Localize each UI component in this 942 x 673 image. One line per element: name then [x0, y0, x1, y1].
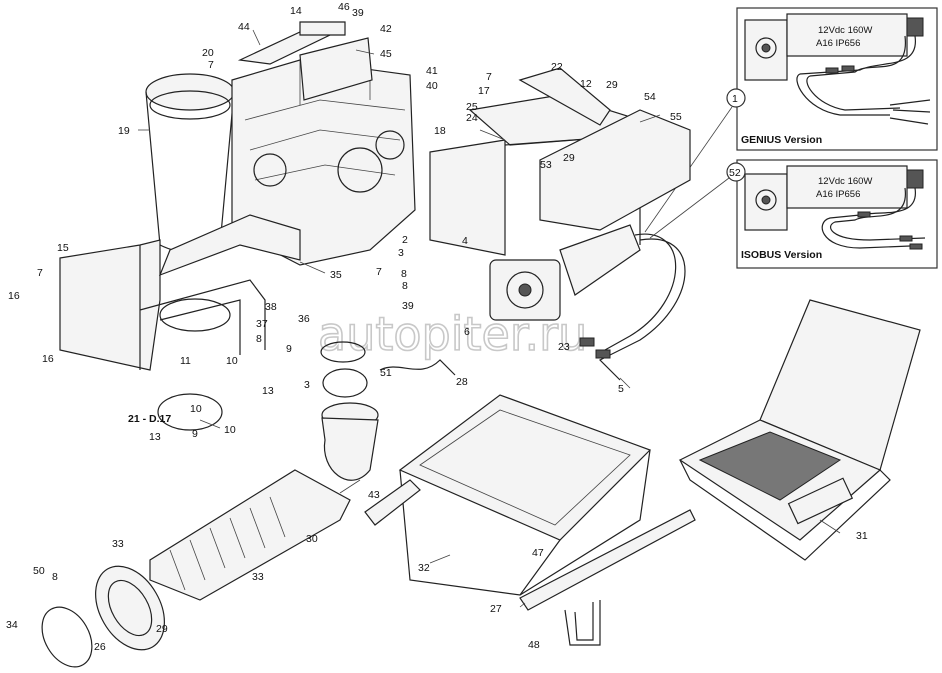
part-number-label: 48	[528, 639, 540, 651]
part-number-label: 42	[380, 23, 392, 35]
part-number-label: 23	[558, 341, 570, 353]
part-number-label: 44	[238, 21, 250, 33]
part-number-label: 29	[606, 79, 618, 91]
genius-motor-spec-1: 12Vdc 160W	[818, 25, 872, 36]
isobus-motor-spec-1: 12Vdc 160W	[818, 176, 872, 187]
part-number-label: 24	[466, 112, 478, 124]
part-number-label: 32	[418, 562, 430, 574]
part-number-label: 33	[252, 571, 264, 583]
part-number-label: 2	[402, 234, 408, 246]
part-number-label: 8	[256, 333, 262, 345]
genius-motor-spec-2: A16 IP656	[816, 38, 860, 49]
part-number-label: 15	[57, 242, 69, 254]
part-number-label: 39	[402, 300, 414, 312]
part-number-label: 9	[192, 428, 198, 440]
part-number-label: 25	[466, 101, 478, 113]
isobus-motor-spec-2: A16 IP656	[816, 189, 860, 200]
scale-straps	[364, 479, 696, 646]
part-number-label: 7	[37, 267, 43, 279]
part-number-label: 6	[464, 326, 470, 338]
callout-1: 1	[732, 93, 738, 105]
part-number-label: 20	[202, 47, 214, 59]
part-number-label: 16	[42, 353, 54, 365]
part-number-label: 12	[580, 78, 592, 90]
gear-motor	[489, 224, 686, 381]
part-number-label: 40	[426, 80, 438, 92]
part-number-label: 7	[208, 59, 214, 71]
part-number-label: 37	[256, 318, 268, 330]
part-number-label: 8	[52, 571, 58, 583]
part-number-label: 33	[112, 538, 124, 550]
hopper-tube	[145, 73, 235, 254]
part-number-label: 39	[352, 7, 364, 19]
collection-tray	[398, 394, 652, 596]
part-number-label: 10	[190, 403, 202, 415]
support-frame	[59, 214, 301, 371]
genius-version-title: GENIUS Version	[741, 134, 822, 146]
part-number-label: 51	[380, 367, 392, 379]
part-number-label: 21 - D.17	[128, 413, 171, 425]
part-number-label: 27	[490, 603, 502, 615]
part-number-label: 45	[380, 48, 392, 60]
part-number-label: 14	[290, 5, 302, 17]
part-number-label: 55	[670, 111, 682, 123]
part-number-label: 46	[338, 1, 350, 13]
part-number-label: 17	[478, 85, 490, 97]
callout-52: 52	[729, 167, 741, 179]
part-number-label: 3	[398, 247, 404, 259]
part-number-label: 29	[156, 623, 168, 635]
inset-callouts: 1 52	[644, 88, 746, 239]
leader-lines	[138, 29, 841, 608]
part-number-label: 16	[8, 290, 20, 302]
genius-version-inset: 12Vdc 160W A16 IP656 GENIUS Version	[736, 7, 938, 151]
outlet-hoses	[41, 402, 379, 668]
part-number-label: 4	[462, 235, 468, 247]
part-number-label: 50	[33, 565, 45, 577]
part-number-label: 35	[330, 269, 342, 281]
part-number-label: 36	[298, 313, 310, 325]
part-number-label: 5	[618, 383, 624, 395]
control-unit	[429, 67, 691, 256]
isobus-version-inset: 12Vdc 160W A16 IP656 ISOBUS Version	[736, 159, 938, 269]
part-number-label: 26	[94, 641, 106, 653]
part-number-label: 41	[426, 65, 438, 77]
part-number-label: 34	[6, 619, 18, 631]
part-number-label: 54	[644, 91, 656, 103]
part-number-label: 13	[262, 385, 274, 397]
top-brackets	[237, 21, 373, 101]
part-number-label: 28	[456, 376, 468, 388]
part-number-label: 13	[149, 431, 161, 443]
part-number-label: 53	[540, 159, 552, 171]
part-number-label: 47	[532, 547, 544, 559]
part-number-label: 8	[402, 280, 408, 292]
part-number-label: 19	[118, 125, 130, 137]
part-number-label: 30	[306, 533, 318, 545]
part-number-label: 7	[376, 266, 382, 278]
chain	[379, 359, 456, 376]
part-number-label: 8	[401, 268, 407, 280]
part-number-label: 10	[224, 424, 236, 436]
part-number-label: 10	[226, 355, 238, 367]
isobus-version-title: ISOBUS Version	[741, 249, 822, 261]
part-number-label: 22	[551, 61, 563, 73]
part-number-label: 18	[434, 125, 446, 137]
part-number-label: 31	[856, 530, 868, 542]
clamps	[157, 341, 368, 431]
part-number-label: 7	[486, 71, 492, 83]
part-number-label: 9	[286, 343, 292, 355]
part-number-label: 29	[563, 152, 575, 164]
part-number-label: 3	[304, 379, 310, 391]
part-number-label: 43	[368, 489, 380, 501]
part-number-label: 11	[180, 355, 191, 367]
scale-case	[678, 299, 921, 561]
part-number-label: 38	[265, 301, 277, 313]
part-number-label: 49	[0, 0, 12, 3]
